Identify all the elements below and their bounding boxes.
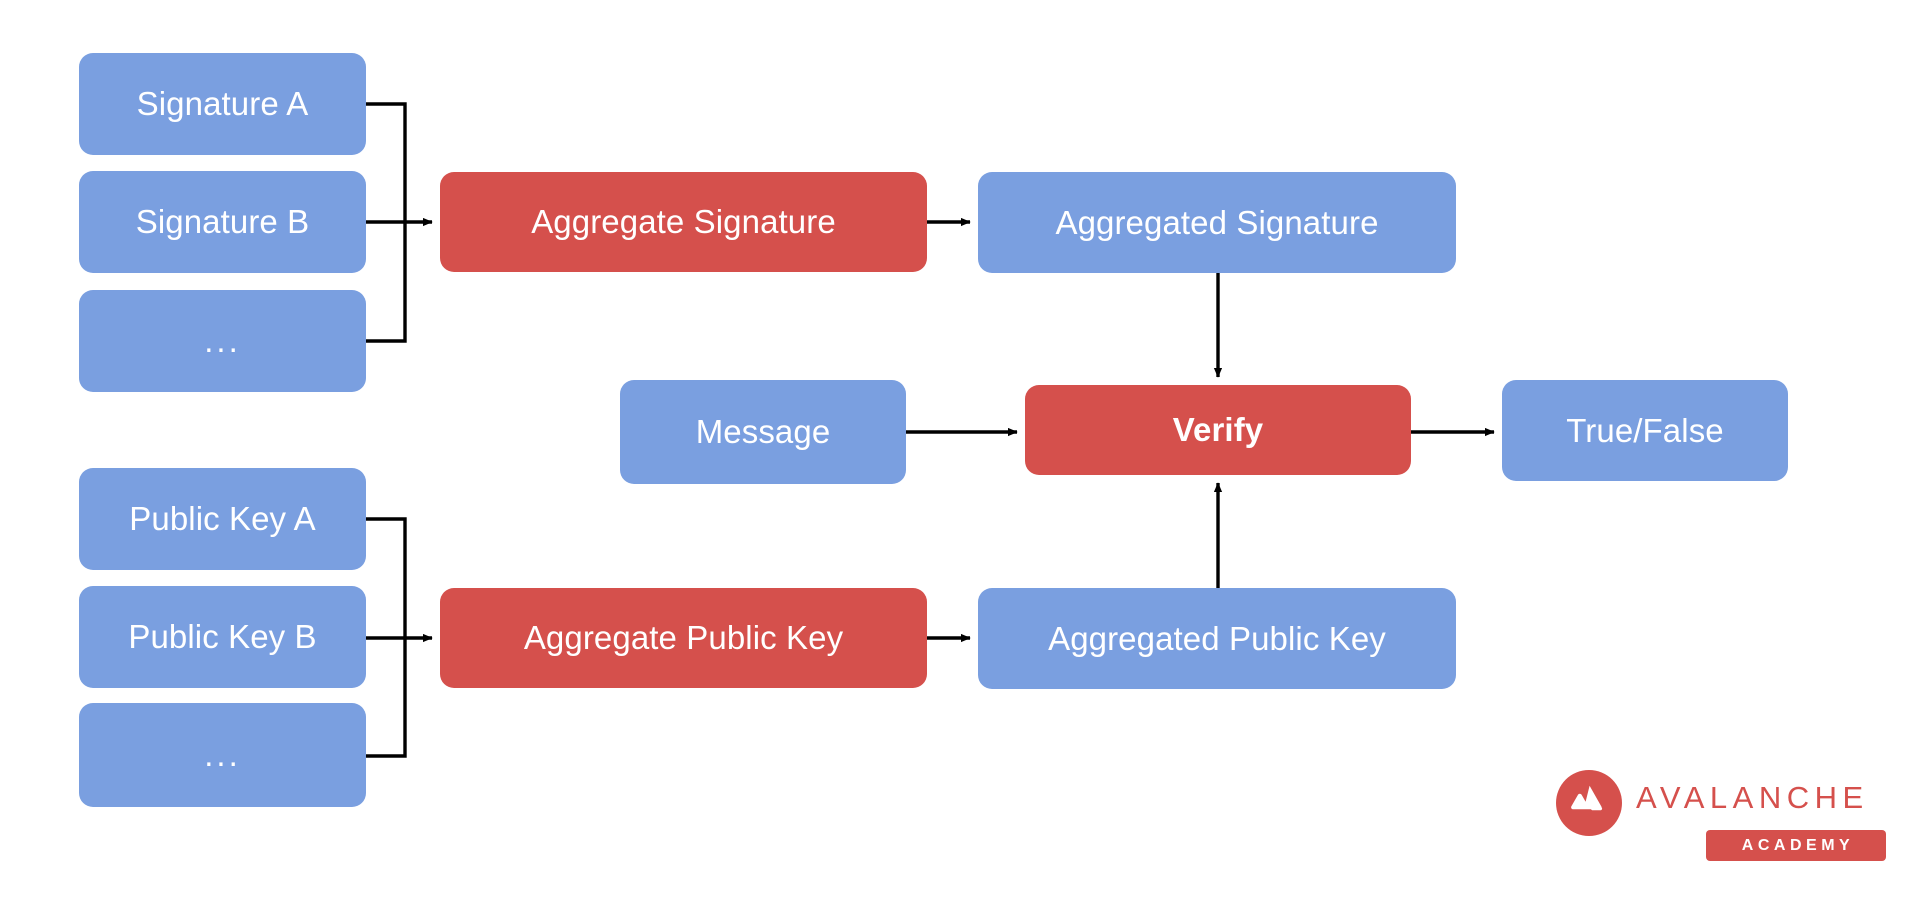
node-signature-more[interactable]: ... [79,290,366,392]
logo-academy-text: ACADEMY [1741,836,1855,854]
node-verify[interactable]: Verify [1025,385,1411,475]
node-label: Signature A [136,85,309,123]
node-aggregated-public-key[interactable]: Aggregated Public Key [978,588,1456,689]
node-public-key-more[interactable]: ... [79,703,366,807]
node-message[interactable]: Message [620,380,906,484]
logo-academy-badge: ACADEMY [1706,830,1886,861]
node-label: Aggregate Public Key [523,619,844,657]
edge-signature-more-to-aggregate [366,222,407,343]
avalanche-triangle-icon [1556,770,1622,836]
node-aggregate-signature[interactable]: Aggregate Signature [440,172,927,272]
node-label: True/False [1566,411,1724,449]
node-label: Message [695,413,831,451]
node-aggregate-public-key[interactable]: Aggregate Public Key [440,588,927,688]
edge-public-key-more-to-aggregate [366,638,407,758]
logo-wordmark: AVALANCHE [1636,780,1869,815]
node-label: Aggregate Signature [531,203,836,241]
node-public-key-b[interactable]: Public Key B [79,586,366,688]
edge-public-key-a-to-aggregate [366,517,407,638]
node-label: Public Key A [129,500,316,538]
node-label: ... [204,736,241,774]
node-label: Signature B [135,203,310,241]
node-aggregated-signature[interactable]: Aggregated Signature [978,172,1456,273]
node-label: Verify [1172,411,1264,449]
node-label: ... [204,322,241,360]
edge-signature-a-to-aggregate [366,102,407,222]
avalanche-academy-logo: AVALANCHE ACADEMY [1556,768,1886,872]
node-signature-b[interactable]: Signature B [79,171,366,273]
node-true-false[interactable]: True/False [1502,380,1788,481]
node-label: Public Key B [128,618,317,656]
node-label: Aggregated Public Key [1048,619,1386,657]
node-signature-a[interactable]: Signature A [79,53,366,155]
node-label: Aggregated Signature [1055,203,1379,241]
node-public-key-a[interactable]: Public Key A [79,468,366,570]
